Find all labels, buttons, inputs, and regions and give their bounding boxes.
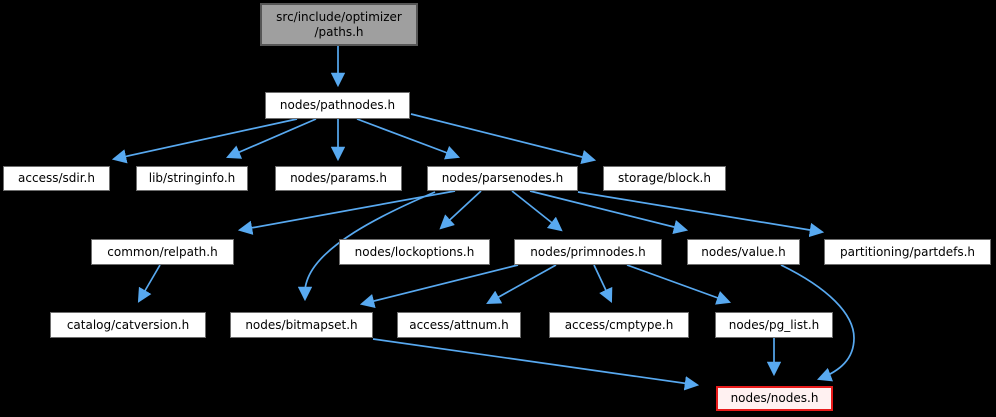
graph-node-params_h[interactable]: nodes/params.h [275,166,402,191]
graph-node-catversion_h[interactable]: catalog/catversion.h [50,312,206,338]
graph-node-stringinfo_h[interactable]: lib/stringinfo.h [136,166,248,191]
edge-relpath_h-to-catversion_h [137,264,161,303]
graph-node-pglist_h[interactable]: nodes/pg_list.h [715,312,833,338]
graph-node-label: access/cmptype.h [564,317,674,332]
edge-primnodes_h-to-bitmapset_h [359,264,519,309]
edge-parsenodes_h-to-partdefs_h [577,191,825,238]
edge-parsenodes_h-to-primnodes_h [511,190,563,232]
graph-node-label: nodes/params.h [290,171,387,185]
graph-node-label: nodes/primnodes.h [530,244,646,259]
edge-parsenodes_h-to-value_h [529,190,689,235]
graph-node-label: nodes/bitmapset.h [245,317,358,332]
edge-parsenodes_h-to-lockoptions_h [439,190,482,230]
edge-parsenodes_h-to-bitmapset_h [297,191,436,302]
edge-primnodes_h-to-cmptype_h [593,264,613,303]
graph-node-label: access/attnum.h [409,317,509,332]
graph-node-label: nodes/lockoptions.h [354,244,475,259]
graph-node-partdefs_h[interactable]: partitioning/partdefs.h [824,239,991,265]
edge-pathnodes_h-to-stringinfo_h [226,118,317,159]
graph-node-attnum_h[interactable]: access/attnum.h [397,312,521,338]
graph-node-label: nodes/nodes.h [730,391,819,405]
graph-node-cmptype_h[interactable]: access/cmptype.h [549,312,689,338]
graph-node-label: common/relpath.h [107,244,218,259]
graph-node-label: nodes/parsenodes.h [441,171,564,185]
graph-node-value_h[interactable]: nodes/value.h [687,239,800,265]
graph-node-primnodes_h[interactable]: nodes/primnodes.h [514,239,662,265]
graph-node-label: src/include/optimizer /paths.h [276,9,402,39]
graph-node-label: partitioning/partdefs.h [839,244,976,259]
graph-node-relpath_h[interactable]: common/relpath.h [91,239,234,265]
graph-node-block_h[interactable]: storage/block.h [603,166,726,191]
edge-bitmapset_h-to-nodes_h [372,338,700,391]
graph-node-label: lib/stringinfo.h [148,171,236,185]
graph-node-lockoptions_h[interactable]: nodes/lockoptions.h [339,239,490,265]
graph-node-nodes_h[interactable]: nodes/nodes.h [716,386,833,411]
graph-node-label: catalog/catversion.h [66,317,190,332]
edge-pathnodes_h-to-block_h [410,113,597,165]
graph-node-label: storage/block.h [618,171,711,185]
edge-primnodes_h-to-pglist_h [626,264,732,305]
edge-pathnodes_h-to-sdir_h [111,118,298,164]
graph-node-label: nodes/pg_list.h [728,317,820,332]
edge-primnodes_h-to-attnum_h [486,264,557,305]
graph-node-bitmapset_h[interactable]: nodes/bitmapset.h [230,312,373,338]
graph-node-sdir_h[interactable]: access/sdir.h [3,166,110,191]
graph-node-label: nodes/value.h [701,244,786,259]
graph-node-parsenodes_h[interactable]: nodes/parsenodes.h [427,166,578,191]
graph-node-pathnodes_h[interactable]: nodes/pathnodes.h [265,92,410,119]
graph-node-label: access/sdir.h [18,171,95,185]
edge-pathnodes_h-to-parsenodes_h [356,118,461,160]
edge-value_h-to-nodes_h [780,264,855,382]
edge-parsenodes_h-to-relpath_h [237,190,456,235]
graph-node-label: nodes/pathnodes.h [279,98,396,112]
graph-node-paths_h: src/include/optimizer /paths.h [260,3,418,46]
